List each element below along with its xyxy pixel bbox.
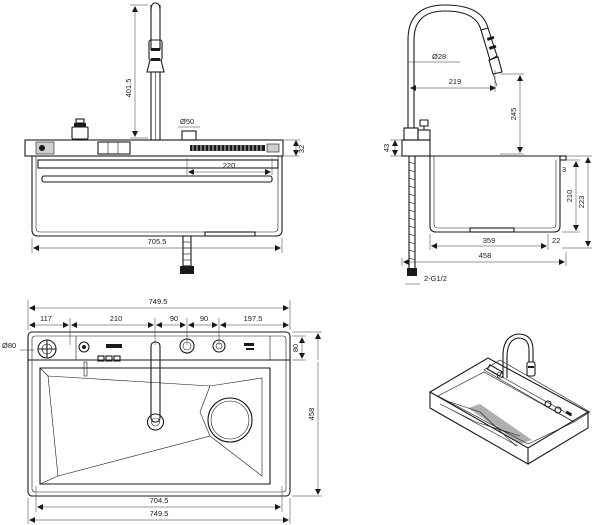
label-left-diameter: Ø80 <box>2 341 16 350</box>
side-hose: 2-G1/2 <box>405 156 447 285</box>
dim-side-depths: 3 210 223 <box>562 155 592 249</box>
dim-spout-height: 245 <box>500 73 524 155</box>
label-depth-inner: 210 <box>565 190 574 203</box>
label-top-height: 43 <box>382 144 391 152</box>
top-view: 749.5 117 210 90 90 197.5 Ø80 <box>2 297 322 524</box>
label-top-overall-width: 749.5 <box>149 297 168 306</box>
top-outline <box>27 331 291 497</box>
dim-side-total-width: 458 <box>401 251 567 266</box>
iso-faucet <box>502 333 536 378</box>
side-faucet <box>403 4 503 141</box>
top-sink-well <box>39 367 271 485</box>
dim-rail-width: 220 <box>186 158 273 175</box>
dim-deck-height: 32 <box>284 139 306 157</box>
label-dim-90b: 90 <box>200 314 208 323</box>
dim-spout-diameter: Ø28 <box>408 52 460 63</box>
dim-deck-depth: 80 <box>291 335 306 361</box>
label-width-total: 458 <box>479 251 492 260</box>
dim-faucet-height: 401.5 <box>124 4 148 139</box>
label-hose-thread: 2-G1/2 <box>424 274 447 283</box>
label-deck-height: 32 <box>297 145 306 153</box>
label-dim-197: 197.5 <box>244 314 263 323</box>
dim-left-diameter: Ø80 <box>2 341 34 351</box>
side-view: Ø28 219 245 43 <box>382 4 592 285</box>
label-depth-total: 223 <box>577 196 586 209</box>
dim-top-depth: 458 <box>292 331 322 497</box>
label-offset-small: 3 <box>562 165 566 174</box>
label-front-bottom-width: 705.5 <box>148 237 167 246</box>
iso-basin <box>428 357 591 465</box>
front-outlet: Ø50 <box>178 117 200 141</box>
top-drain <box>207 397 253 443</box>
rail-slots <box>192 145 262 151</box>
label-spout-height: 245 <box>509 108 518 121</box>
front-soap-dispenser <box>71 118 89 140</box>
label-dim-117: 117 <box>40 314 52 323</box>
dim-front-bottom-width: 705.5 <box>31 237 283 253</box>
dim-top-overall-width: 749.5 <box>27 297 291 330</box>
label-top-overall-width-bottom: 749.5 <box>150 509 169 518</box>
label-top-depth: 458 <box>307 408 316 421</box>
label-dim-90a: 90 <box>170 314 178 323</box>
label-spout-diameter: Ø28 <box>432 52 446 61</box>
label-outlet-diameter: Ø50 <box>180 117 194 126</box>
front-deck <box>24 139 284 157</box>
top-deck-items <box>37 338 254 377</box>
label-lip: 22 <box>552 236 560 245</box>
dim-top-inner-width: 704.5 <box>35 486 283 512</box>
front-faucet <box>146 2 165 141</box>
dim-top-height: 43 <box>382 139 402 157</box>
front-basin <box>31 156 283 237</box>
label-top-inner-width: 704.5 <box>150 496 169 505</box>
front-drain-pipe <box>180 235 194 274</box>
dim-reach: 219 <box>410 70 496 92</box>
dim-top-positions: 117 210 90 90 197.5 <box>29 314 289 345</box>
label-width-inner: 359 <box>483 236 496 245</box>
top-faucet <box>146 341 165 431</box>
label-deck-depth: 80 <box>291 344 300 352</box>
dim-top-overall-width-bottom: 749.5 <box>27 498 291 524</box>
side-basin <box>401 139 567 233</box>
label-reach: 219 <box>449 77 462 86</box>
label-faucet-height: 401.5 <box>124 79 133 98</box>
front-view: 401.5 Ø50 <box>24 2 306 274</box>
label-rail-width: 220 <box>223 161 236 170</box>
dim-side-inner-width: 359 22 <box>429 234 560 250</box>
isometric-view <box>428 333 591 465</box>
label-dim-210: 210 <box>110 314 123 323</box>
